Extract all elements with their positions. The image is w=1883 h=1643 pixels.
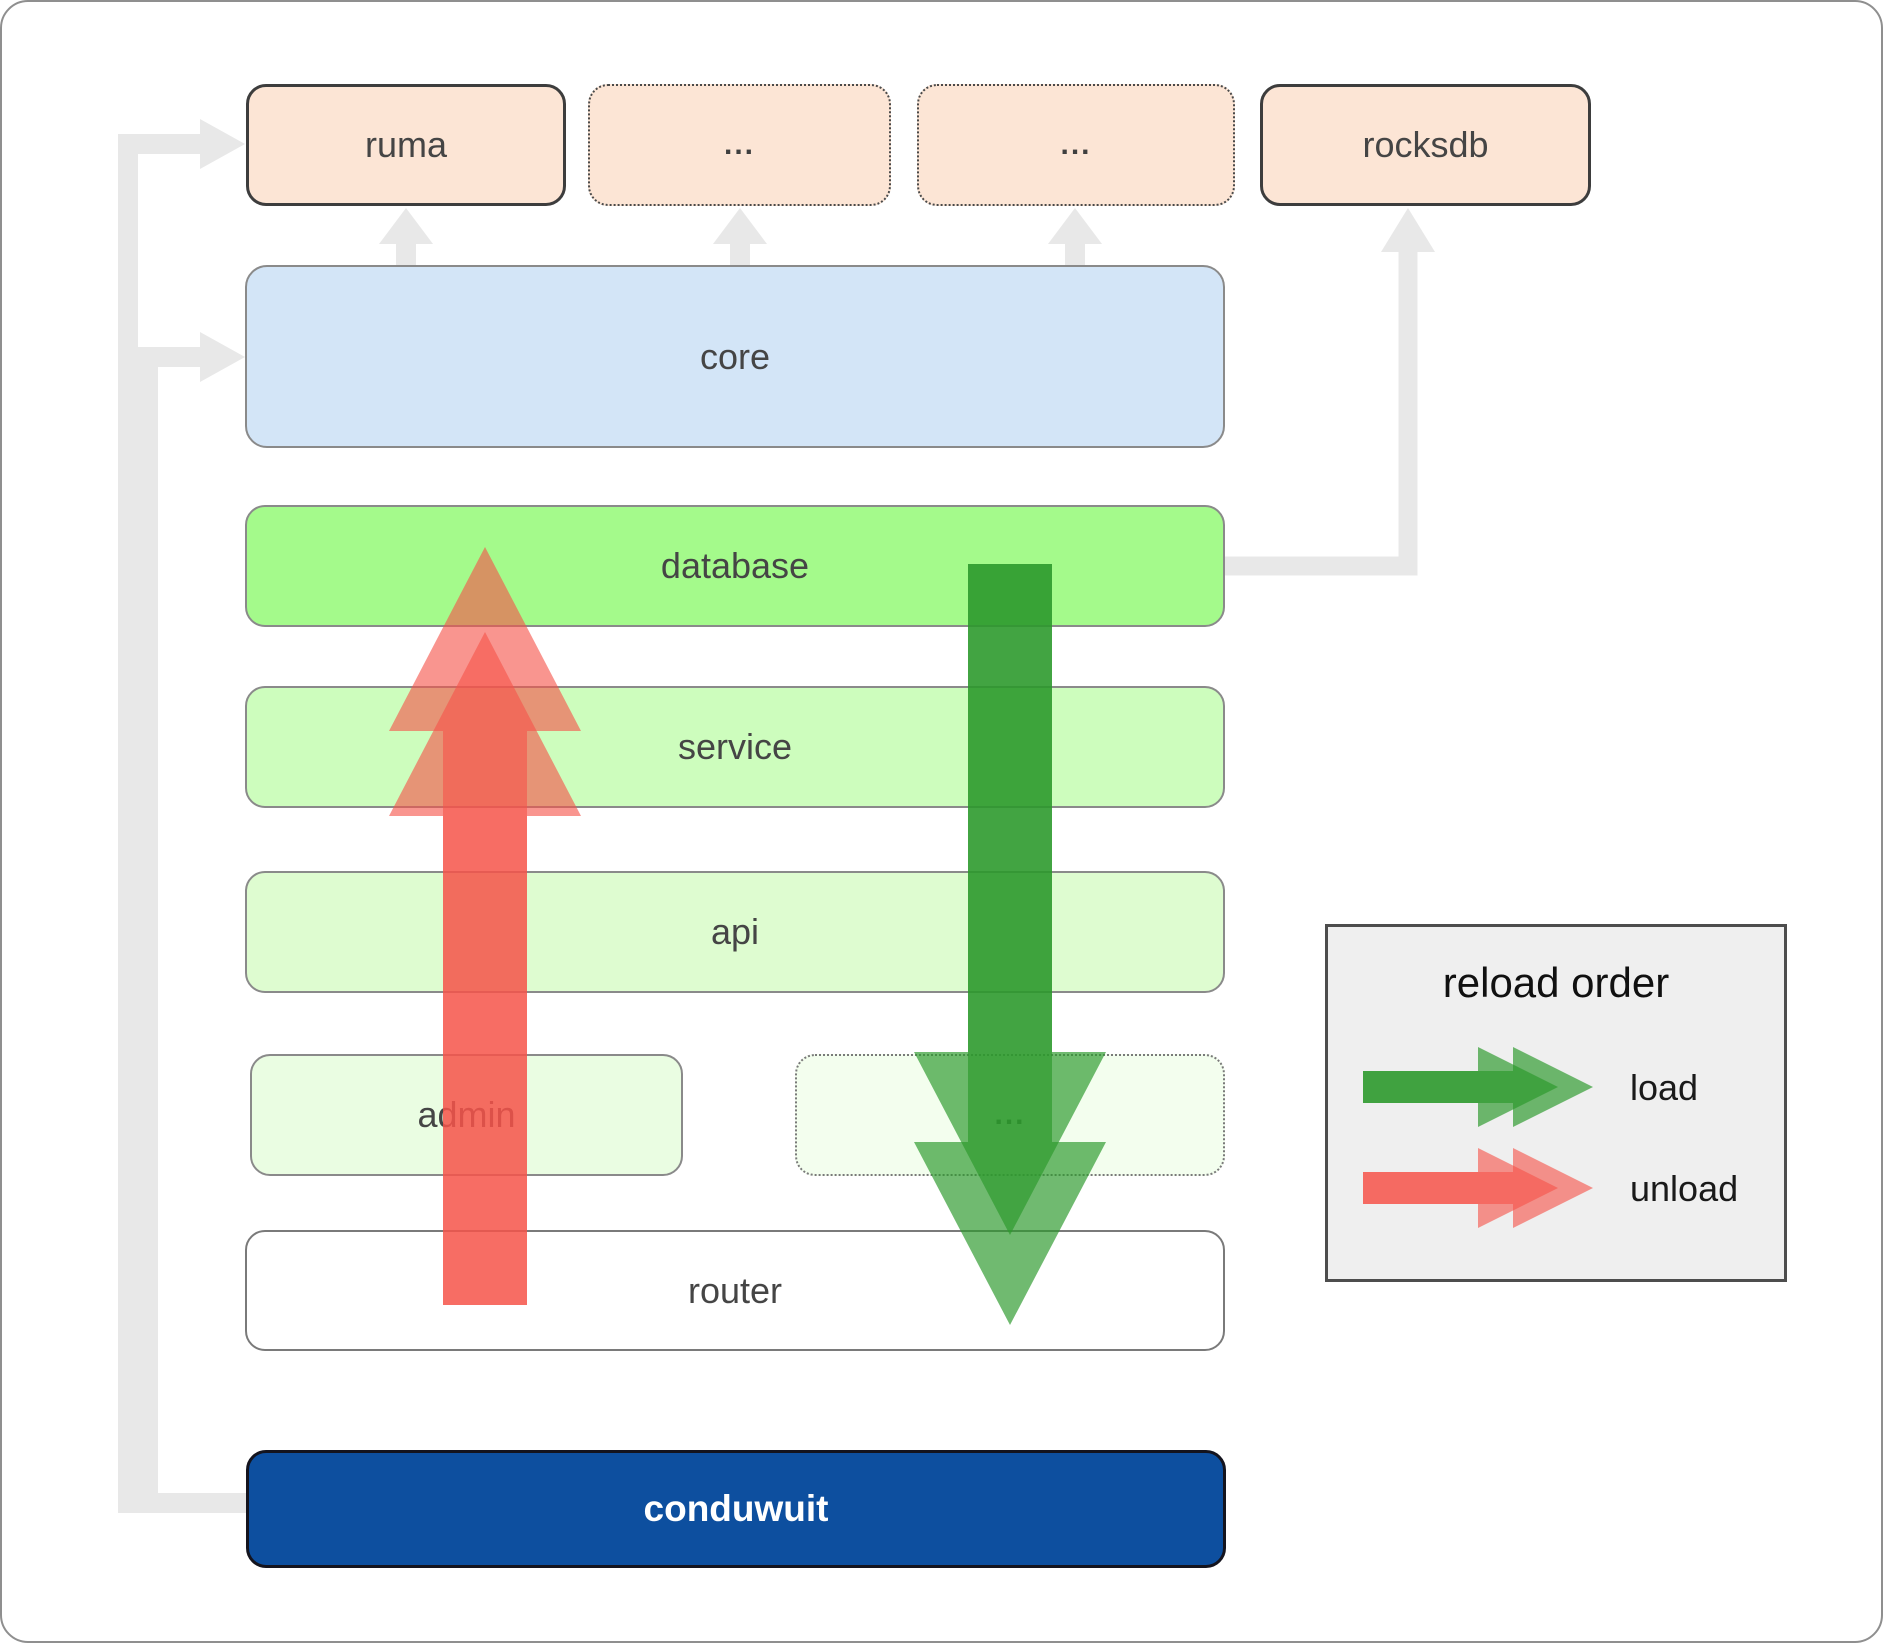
core-to-ruma-arrow-icon: [379, 208, 433, 265]
core-to-ellipsis1-arrow-icon: [713, 208, 767, 265]
node-router: router: [245, 1230, 1225, 1351]
conduwuit-to-ruma-arrowhead-icon: [200, 119, 245, 169]
node-ellipsis-admin-row: ...: [795, 1054, 1225, 1176]
node-api-label: api: [710, 911, 760, 952]
node-ellipsis-admin-row-label: ...: [994, 1098, 1026, 1131]
node-admin: admin: [250, 1054, 683, 1176]
node-ruma-label: ruma: [364, 124, 448, 165]
node-ellipsis-top-1: ...: [588, 84, 891, 206]
node-service: service: [245, 686, 1225, 808]
node-ellipsis-top-1-label: ...: [723, 128, 755, 161]
node-api: api: [245, 871, 1225, 993]
database-to-rocksdb-arrowhead-icon: [1381, 208, 1435, 252]
conduwuit-to-core-arrowhead-icon: [200, 332, 245, 382]
node-core-label: core: [699, 335, 771, 377]
legend-unload-label: unload: [1630, 1168, 1739, 1209]
node-core: core: [245, 265, 1225, 448]
node-ellipsis-top-2: ...: [917, 84, 1235, 206]
node-ellipsis-top-2-label: ...: [1060, 128, 1092, 161]
node-conduwuit: conduwuit: [246, 1450, 1226, 1568]
node-rocksdb: rocksdb: [1260, 84, 1591, 206]
conduwuit-to-core-connector: [138, 347, 248, 1513]
conduwuit-to-ruma-connector: [118, 134, 248, 1513]
node-ruma: ruma: [246, 84, 566, 206]
legend-title: reload order: [1442, 959, 1670, 1006]
node-database-label: database: [660, 545, 810, 586]
database-to-rocksdb-connector: [1225, 248, 1418, 576]
core-to-ellipsis2-arrow-icon: [1048, 208, 1102, 265]
legend: reload order load unload: [1325, 924, 1787, 1282]
legend-load-arrow-icon: [1363, 1047, 1593, 1127]
legend-load-label: load: [1630, 1067, 1699, 1108]
node-router-label: router: [687, 1269, 783, 1311]
legend-unload-arrow-icon: [1363, 1148, 1593, 1228]
node-rocksdb-label: rocksdb: [1362, 124, 1489, 165]
node-service-label: service: [677, 726, 793, 767]
node-admin-label: admin: [417, 1094, 516, 1135]
node-conduwuit-label: conduwuit: [643, 1488, 829, 1529]
node-database: database: [245, 505, 1225, 627]
